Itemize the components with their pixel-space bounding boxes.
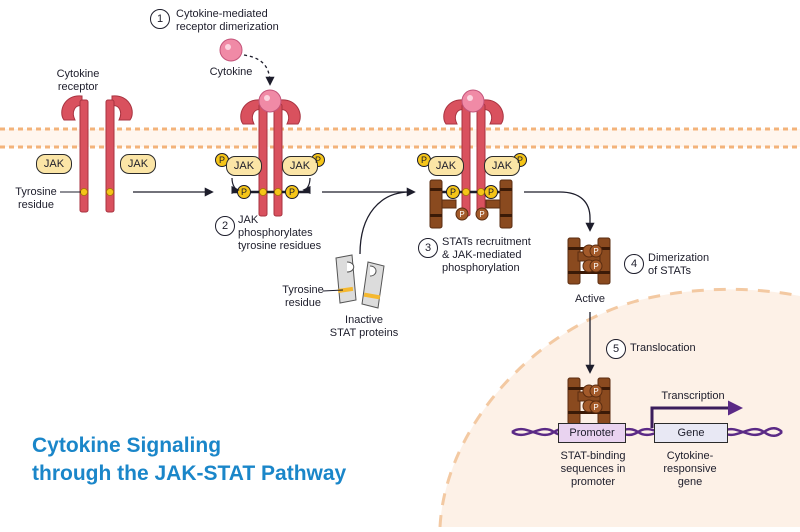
jak-badge: JAK	[120, 154, 156, 174]
cytokine-receptor-dimerized	[240, 89, 301, 217]
step-1-line-1: Cytokine-mediated	[176, 8, 268, 20]
inactive-stat-line-2: STAT proteins	[329, 327, 399, 339]
transcription-label: Transcription	[661, 390, 725, 402]
stat-tyrosine-line-2: residue	[284, 297, 322, 309]
jak-badge: JAK	[282, 156, 318, 176]
phosphate-label: P	[218, 155, 225, 165]
step-1-description: Cytokine-mediated receptor dimerization	[176, 8, 279, 34]
tyrosine-label-line-2: residue	[17, 199, 55, 211]
step-5-description: Translocation	[630, 342, 696, 354]
step-number-1: 1	[150, 9, 170, 29]
tyrosine-residue-label: Tyrosine residue	[10, 186, 62, 212]
responsive-gene-label: Cytokine- responsive gene	[650, 450, 730, 489]
inactive-stat-label: Inactive STAT proteins	[316, 314, 412, 340]
step-2-line-3: tyrosine residues	[238, 240, 322, 252]
step-2-description: JAK phosphorylates tyrosine residues	[238, 214, 321, 253]
gene-box: Gene	[654, 423, 728, 443]
jak-badge: JAK	[226, 156, 262, 176]
receptor-label-line-2: receptor	[57, 81, 99, 93]
nucleus	[438, 287, 800, 528]
responsive-line-1: Cytokine-	[666, 450, 714, 462]
stat-tyrosine-line-1: Tyrosine	[282, 284, 324, 296]
phosphate-label: P	[449, 187, 456, 197]
tyrosine-label-line-1: Tyrosine	[15, 186, 57, 198]
phosphate-label: P	[593, 403, 599, 412]
responsive-line-3: gene	[677, 476, 703, 488]
receptor-with-stats	[417, 89, 527, 229]
active-stat-dimer	[567, 237, 611, 285]
step-1-line-2: receptor dimerization	[176, 21, 279, 33]
step-3-line-1: STATs recruitment	[442, 236, 531, 248]
step-2-line-2: phosphorylates	[238, 227, 313, 239]
title-line-2: through the JAK-STAT Pathway	[32, 462, 347, 485]
stat-binding-line-3: promoter	[570, 476, 616, 488]
step-3-line-3: phosphorylation	[442, 262, 520, 274]
cell-membrane	[0, 127, 800, 149]
inactive-stat-line-1: Inactive	[345, 314, 383, 326]
receptor-label-line-1: Cytokine	[56, 68, 100, 80]
phosphate-label: P	[593, 247, 599, 256]
phosphate-label: P	[516, 155, 523, 165]
jak-badge: JAK	[36, 154, 72, 174]
step-4-line-2: of STATs	[648, 265, 691, 277]
phosphate-label: P	[288, 187, 295, 197]
arrow-dimerization	[524, 191, 595, 232]
stat-tyrosine-residue-label: Tyrosine residue	[280, 284, 326, 310]
step-number-3: 3	[418, 238, 438, 258]
stat-binding-line-2: sequences in	[560, 463, 626, 475]
phosphate-label: P	[487, 187, 494, 197]
step-2-line-1: JAK	[238, 214, 259, 226]
phosphate-label: P	[240, 187, 247, 197]
phosphate-label: P	[420, 155, 427, 165]
step-4-line-1: Dimerization	[648, 252, 710, 264]
step-4-description: Dimerization of STATs	[648, 252, 709, 278]
jak-badge: JAK	[428, 156, 464, 176]
step-3-description: STATs recruitment & JAK-mediated phospho…	[442, 236, 531, 275]
active-label: Active	[575, 293, 605, 305]
phosphate-label: P	[479, 210, 485, 219]
phosphate-label: P	[593, 387, 599, 396]
phosphate-label: P	[314, 155, 321, 165]
responsive-line-2: responsive	[663, 463, 717, 475]
diagram-title: Cytokine Signaling through the JAK-STAT …	[32, 432, 346, 488]
cytokine-receptor-label: Cytokine receptor	[40, 68, 116, 94]
step-number-2: 2	[215, 216, 235, 236]
step-number-5: 5	[606, 339, 626, 359]
step-number-4: 4	[624, 254, 644, 274]
transcription-arrow	[650, 400, 743, 428]
cytokine-label: Cytokine	[209, 66, 253, 78]
promoter-box: Promoter	[558, 423, 626, 443]
phosphate-label: P	[459, 210, 465, 219]
stat-binding-line-1: STAT-binding	[560, 450, 626, 462]
title-line-1: Cytokine Signaling	[32, 434, 222, 457]
arrow-stat-recruit	[359, 191, 411, 255]
inactive-stat-proteins	[322, 254, 385, 309]
step-3-line-2: & JAK-mediated	[442, 249, 522, 261]
phosphate-label: P	[593, 262, 599, 271]
stat-binding-label: STAT-binding sequences in promoter	[548, 450, 638, 489]
nuclear-stat-dimer	[567, 377, 611, 425]
jak-badge: JAK	[484, 156, 520, 176]
cytokine-receptor-inactive	[60, 95, 133, 213]
cytokine-molecule	[219, 38, 243, 62]
